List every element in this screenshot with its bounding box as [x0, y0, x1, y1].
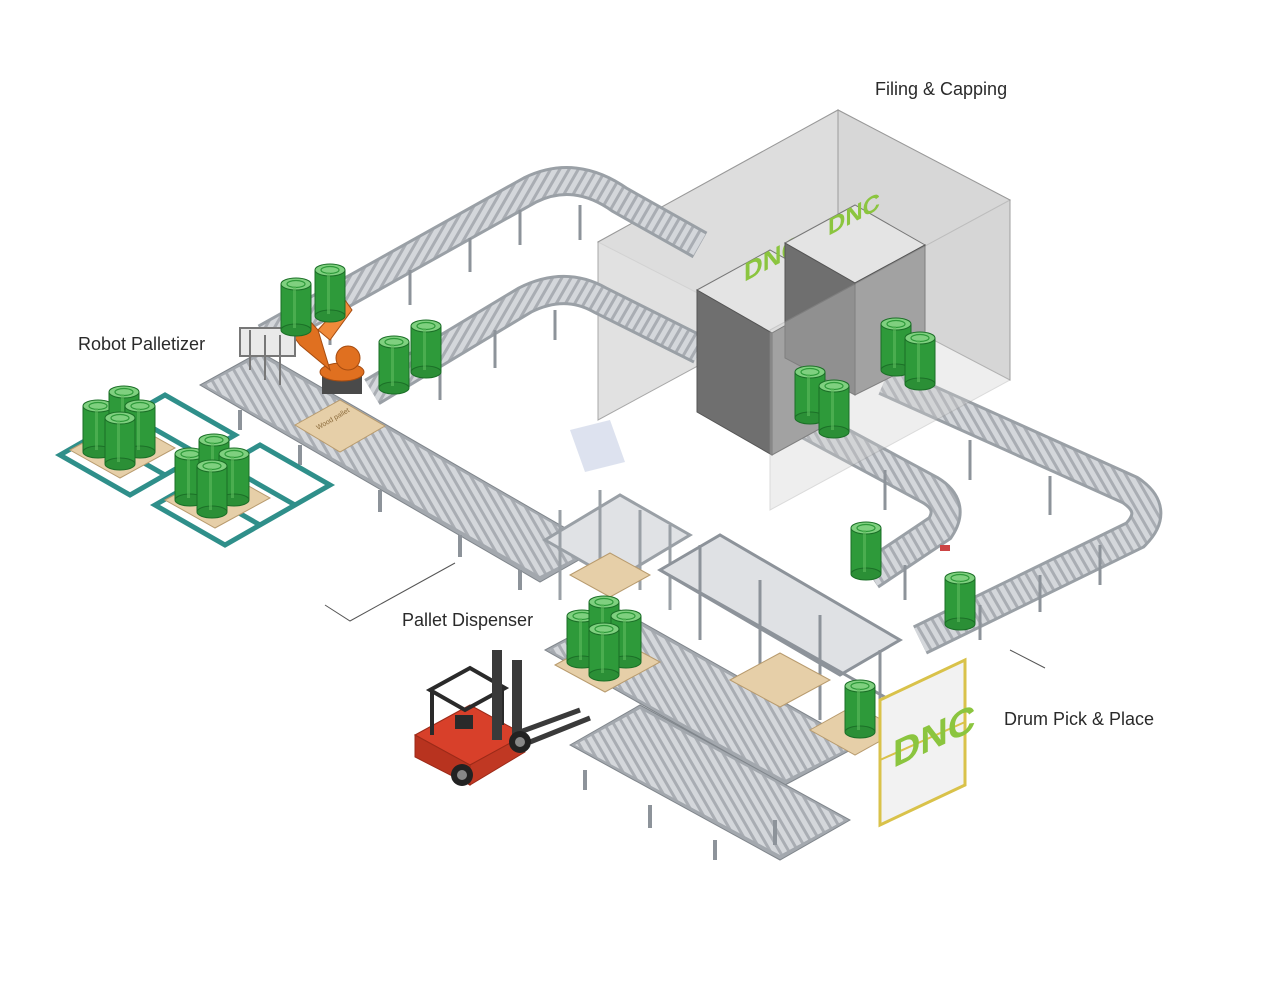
drum [104, 411, 136, 471]
label-filling-capping: Filing & Capping [875, 79, 1008, 99]
forklift [413, 650, 591, 786]
drum [410, 319, 442, 379]
label-pallet-dispenser: Pallet Dispenser [402, 610, 534, 630]
sensor-icon [940, 545, 950, 551]
pallet [294, 399, 386, 453]
leader-lines [324, 562, 1046, 669]
drum [818, 379, 850, 439]
drum [280, 277, 312, 337]
drum [378, 335, 410, 395]
drum-pick-place-gantry [657, 533, 903, 760]
drum [196, 459, 228, 519]
safety-fence: DNC [878, 657, 975, 828]
drum [850, 521, 882, 581]
drum [844, 679, 876, 739]
pallet-dispenser [542, 490, 693, 610]
drum [904, 331, 936, 391]
drum [314, 263, 346, 323]
right-curve-conveyor [792, 365, 1163, 655]
label-drum-pick-place: Drum Pick & Place [1004, 709, 1155, 729]
drum [944, 571, 976, 631]
main-pallet-conveyor: Wood pallet [198, 351, 602, 590]
label-robot-palletizer: Robot Palletizer [78, 334, 206, 354]
drum [588, 622, 620, 682]
